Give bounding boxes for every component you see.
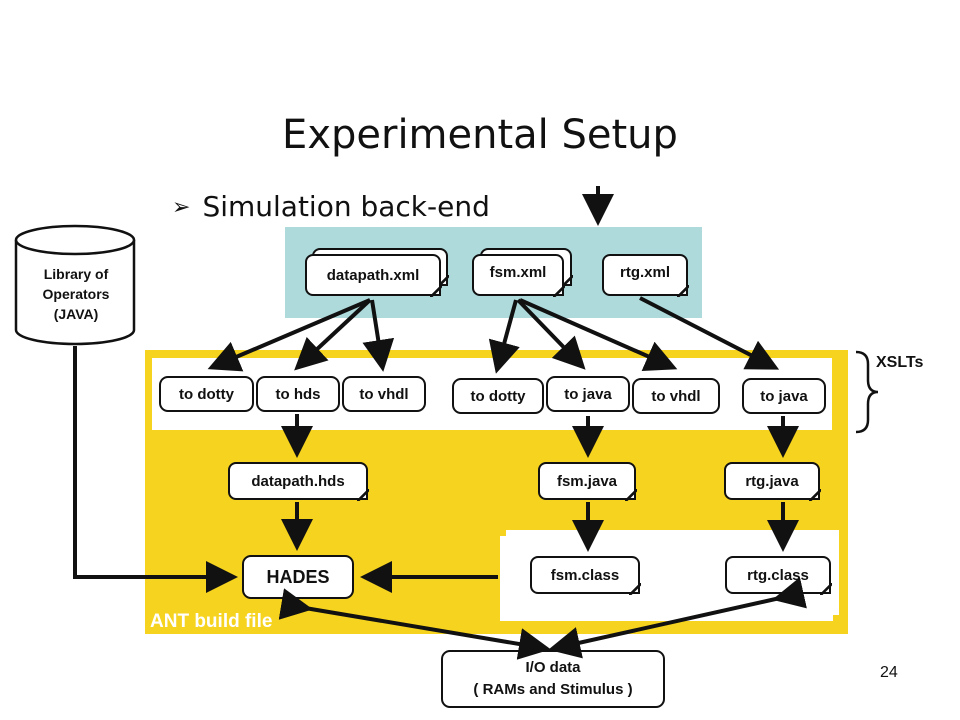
library-line-3: (JAVA): [53, 306, 99, 322]
xslt-fsm-to-dotty-label: to dotty: [470, 387, 526, 405]
fsm-java-label: fsm.java: [556, 472, 618, 490]
xslt-rtg-to-java: to java: [742, 378, 826, 414]
rtg-xml-doc: rtg.xml: [602, 254, 689, 297]
arrow-datapath-to-hds: [294, 298, 372, 371]
xslts-label: XSLTs: [876, 354, 924, 371]
datapath-xml-label: datapath.xml: [326, 266, 420, 284]
xslt-datapath-to-hds-label: to hds: [275, 385, 321, 403]
arrow-fsm-to-java: [516, 298, 586, 370]
rtg-xml-label: rtg.xml: [619, 264, 670, 281]
arrow-hades-io: [278, 588, 551, 660]
slide-title: Experimental Setup: [282, 112, 678, 158]
library-of-operators: Library of Operators (JAVA): [18, 264, 134, 324]
datapath-hds-label: datapath.hds: [251, 472, 345, 490]
fsm-xml-doc: fsm.xml: [472, 254, 565, 297]
rtg-java-label: rtg.java: [745, 472, 799, 490]
arrow-fsm-to-vhdl: [519, 298, 678, 371]
io-data-box: I/O data ( RAMs and Stimulus ): [441, 650, 665, 708]
arrow-rtg-to-java: [639, 296, 780, 370]
xslt-rtg-to-java-label: to java: [760, 387, 808, 405]
datapath-hds-doc: datapath.hds: [228, 462, 369, 501]
hades-label: HADES: [266, 566, 330, 587]
bullet-text: Simulation back-end: [202, 190, 490, 223]
xslt-datapath-to-dotty: to dotty: [159, 376, 254, 412]
arrow-fsm-to-dotty: [488, 299, 520, 374]
arrow-datapath-to-vhdl: [362, 299, 395, 372]
bullet-arrow-icon: ➢: [172, 195, 191, 220]
xslt-datapath-to-dotty-label: to dotty: [179, 385, 234, 403]
xslt-fsm-to-java: to java: [546, 376, 630, 412]
datapath-xml-doc: datapath.xml: [305, 254, 442, 297]
xslt-fsm-to-vhdl-label: to vhdl: [651, 387, 701, 405]
arrow-datapath-to-dotty: [207, 298, 371, 372]
page-number: 24: [880, 664, 898, 681]
xslt-fsm-to-vhdl: to vhdl: [632, 378, 720, 414]
io-data-line-1: I/O data: [525, 659, 581, 676]
xslt-datapath-to-vhdl: to vhdl: [342, 376, 426, 412]
bullet-item: ➢ Simulation back-end: [172, 190, 490, 223]
xslt-brace-icon: [855, 350, 879, 434]
arrow-rtg-class-io: [548, 577, 807, 659]
fsm-java-doc: fsm.java: [538, 462, 637, 501]
library-line-1: Library of: [43, 266, 109, 282]
xslt-datapath-to-vhdl-label: to vhdl: [359, 385, 409, 403]
arrow-library-to-hades: [73, 346, 238, 593]
xslt-fsm-to-java-label: to java: [564, 385, 612, 403]
xslt-datapath-to-hds: to hds: [256, 376, 340, 412]
rtg-java-doc: rtg.java: [724, 462, 821, 501]
library-line-2: Operators: [42, 286, 110, 302]
io-data-line-2: ( RAMs and Stimulus ): [473, 681, 633, 698]
xslt-fsm-to-dotty: to dotty: [452, 378, 544, 414]
ant-build-file-label: ANT build file: [150, 611, 273, 632]
fsm-xml-label: fsm.xml: [489, 264, 547, 281]
